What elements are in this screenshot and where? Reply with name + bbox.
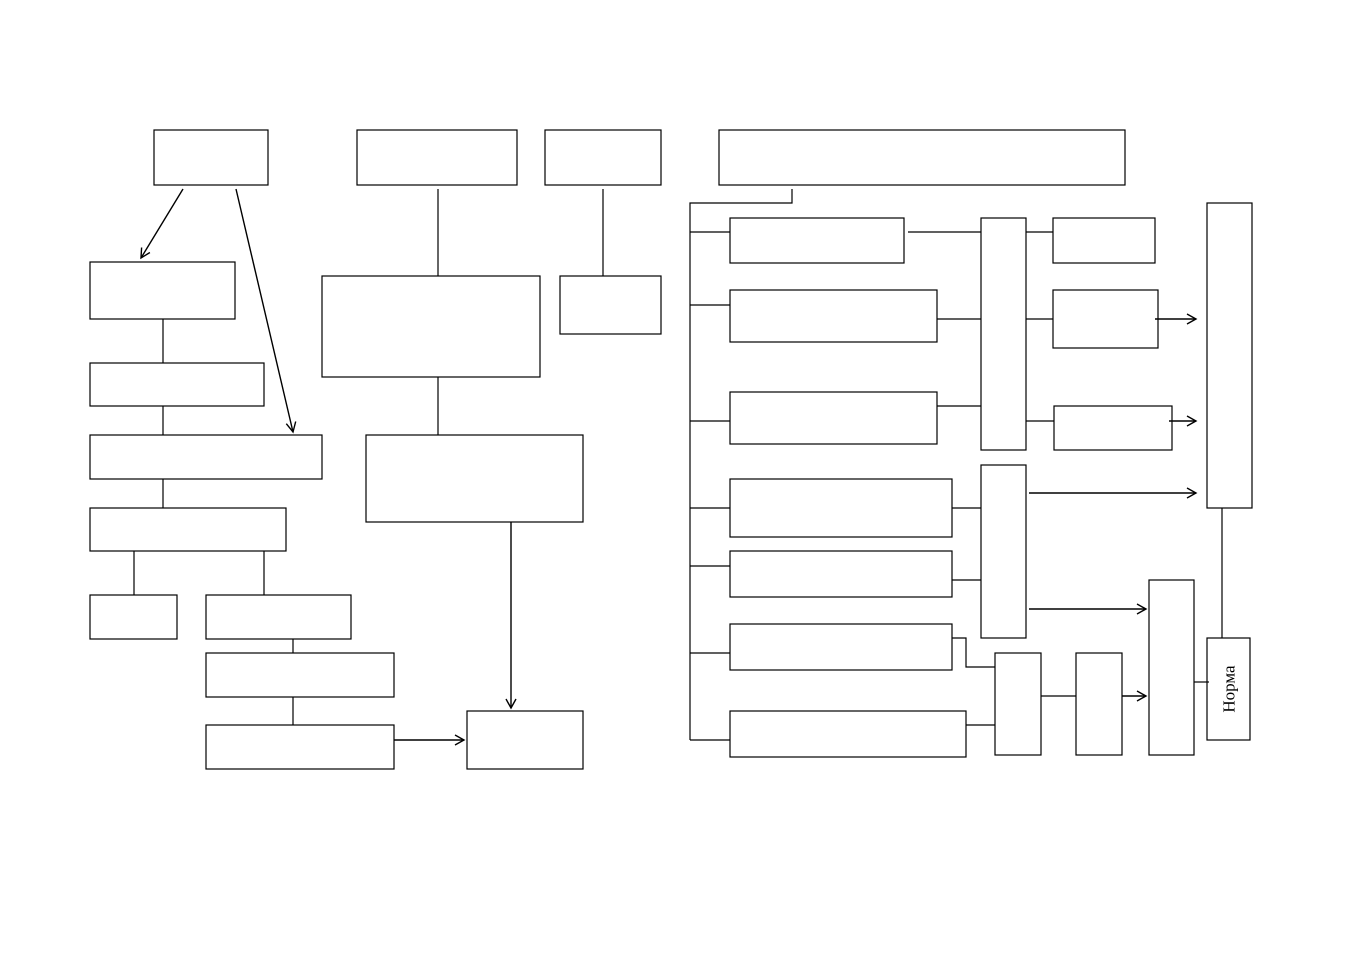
right-lower-collector (1148, 579, 1195, 756)
arrowhead-output3-to-result (1186, 415, 1198, 427)
right-output-box-1 (1052, 217, 1156, 264)
right-header-box (718, 129, 1126, 186)
middle-top-box (356, 129, 518, 186)
arrowhead-collector-middle-to-lower (1136, 603, 1148, 615)
arrow-root-to-level1 (140, 188, 184, 259)
connector-header-to-bus (689, 189, 793, 740)
norma-label: Норма (1220, 665, 1239, 713)
left-leaf-d-box (205, 724, 395, 770)
connector-item6-lower-a (952, 637, 995, 668)
left-root-box (153, 129, 269, 186)
right-item-box-2 (729, 289, 938, 343)
right-collector-upper (980, 217, 1027, 451)
right-result-bar (1206, 202, 1253, 509)
middle-right-top-box (544, 129, 662, 186)
arrowhead-output2-to-result (1186, 313, 1198, 325)
right-item-box-5 (729, 550, 953, 598)
left-level4-box (89, 507, 287, 552)
left-leaf-a-box (89, 594, 178, 640)
right-tree: Норма (689, 129, 1253, 758)
middle-large-box (321, 275, 541, 378)
right-lower-box-a (994, 652, 1042, 756)
arrowhead-collector-middle-to-result (1186, 487, 1198, 499)
arrowhead-root-to-level1 (140, 247, 151, 260)
right-lower-box-b (1075, 652, 1123, 756)
right-output-box-3 (1053, 405, 1173, 451)
arrowhead-middle-lower-to-target (505, 698, 517, 710)
left-leaf-b-box (205, 594, 352, 640)
right-output-box-2 (1052, 289, 1159, 349)
right-collector-middle (980, 464, 1027, 639)
left-level1-box (89, 261, 236, 320)
middle-target-box (466, 710, 584, 770)
arrow-root-to-level3 (235, 188, 294, 433)
left-leaf-c-box (205, 652, 395, 698)
arrowhead-lower-b-to-collector (1136, 690, 1148, 702)
arrowhead-leaf-d-to-target (454, 734, 466, 746)
middle-right-small-box (559, 275, 662, 335)
right-item-box-6 (729, 623, 953, 671)
left-level2-box (89, 362, 265, 407)
middle-lower-box (365, 434, 584, 523)
middle-tree (321, 129, 662, 770)
right-item-box-4 (729, 478, 953, 538)
right-item-box-7 (729, 710, 967, 758)
norma-box (1206, 637, 1251, 741)
left-tree (89, 129, 466, 770)
right-item-box-3 (729, 391, 938, 445)
right-item-box-1 (729, 217, 905, 264)
left-level3-box (89, 434, 323, 480)
arrowhead-root-to-level3 (285, 421, 297, 434)
